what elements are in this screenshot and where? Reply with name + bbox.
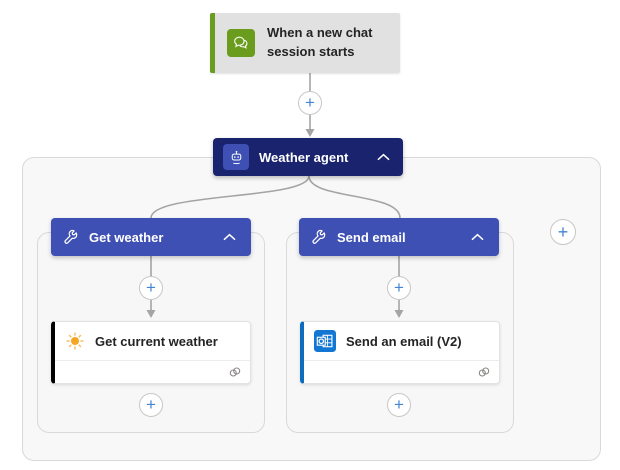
plus-icon: + — [394, 278, 404, 297]
plus-icon: + — [557, 222, 569, 242]
trigger-node[interactable]: When a new chat session starts — [210, 13, 400, 73]
connection-icon — [228, 365, 242, 379]
agent-node-label: Weather agent — [259, 149, 349, 165]
bot-icon — [223, 144, 249, 170]
agent-collapse-button[interactable] — [373, 147, 393, 167]
plus-icon: + — [146, 395, 156, 414]
add-action-button-get-weather[interactable]: + — [139, 276, 163, 300]
add-branch-button[interactable]: + — [550, 219, 576, 245]
plus-icon: + — [146, 278, 156, 297]
action-card-label: Send an email (V2) — [346, 333, 462, 349]
outlook-icon — [314, 330, 336, 352]
tool-node-label: Send email — [337, 229, 406, 245]
tool-collapse-button[interactable] — [467, 227, 487, 247]
connection-icon — [477, 365, 491, 379]
chevron-up-icon — [377, 153, 389, 161]
tool-node-send-email[interactable]: Send email — [299, 218, 499, 256]
action-card-send-an-email-v2[interactable]: Send an email (V2) — [300, 321, 500, 384]
trigger-label: When a new chat session starts — [267, 25, 373, 59]
chevron-up-icon — [223, 233, 235, 241]
tool-node-label: Get weather — [89, 229, 164, 245]
action-card-get-current-weather[interactable]: Get current weather — [51, 321, 251, 384]
wrench-icon — [63, 229, 79, 245]
tool-node-get-weather[interactable]: Get weather — [51, 218, 251, 256]
chat-icon — [227, 29, 255, 57]
tool-collapse-button[interactable] — [219, 227, 239, 247]
add-node-button-top[interactable]: + — [298, 91, 322, 115]
action-card-label: Get current weather — [95, 333, 218, 349]
wrench-icon — [311, 229, 327, 245]
add-action-button-below-email-card[interactable]: + — [387, 393, 411, 417]
chevron-up-icon — [471, 233, 483, 241]
arrowhead-icon — [305, 129, 315, 137]
plus-icon: + — [305, 93, 315, 112]
agent-node-weather-agent[interactable]: Weather agent — [213, 138, 403, 176]
add-action-button-send-email[interactable]: + — [387, 276, 411, 300]
plus-icon: + — [394, 395, 404, 414]
sun-icon — [65, 331, 85, 351]
add-action-button-below-weather-card[interactable]: + — [139, 393, 163, 417]
